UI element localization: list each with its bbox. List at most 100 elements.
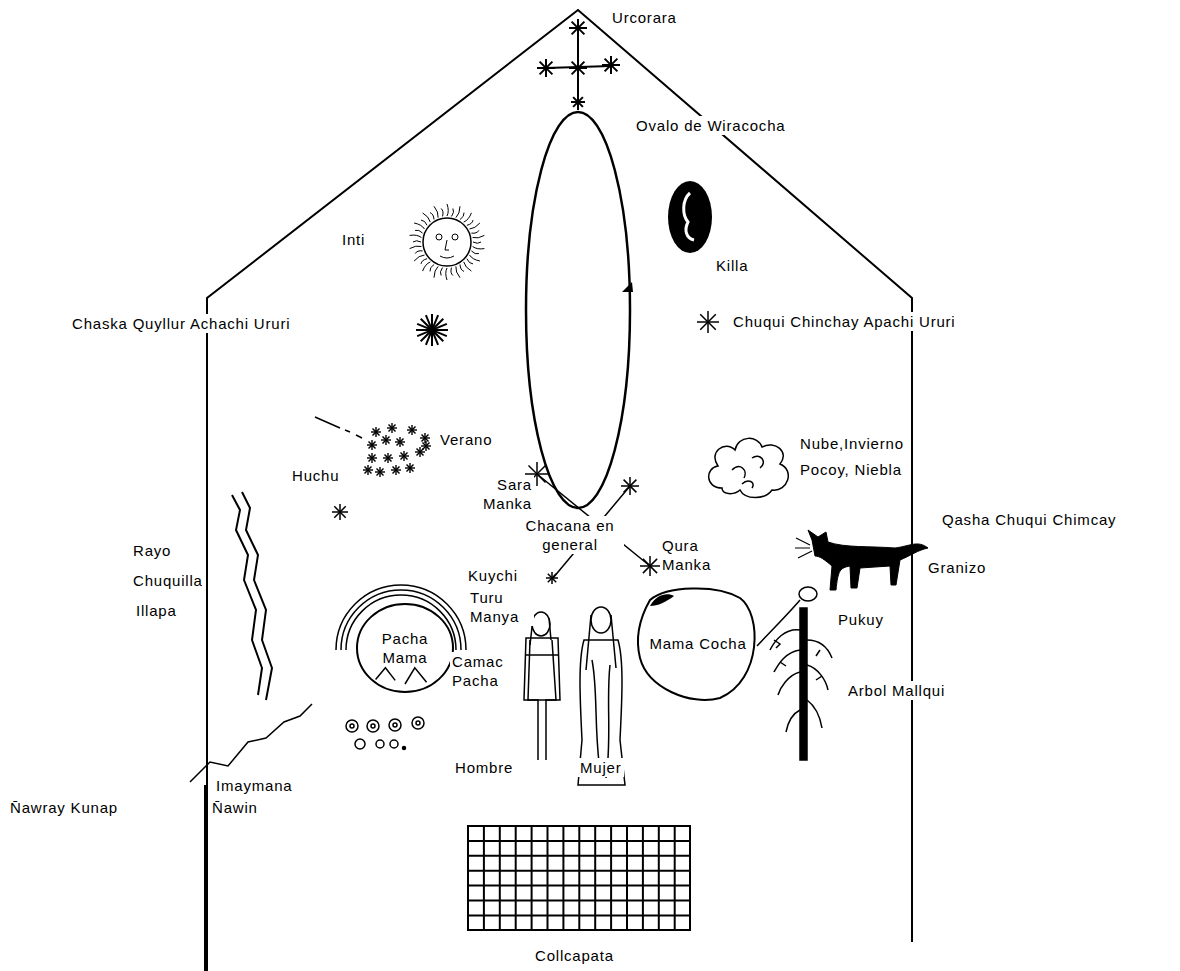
collcapata-grid <box>468 826 690 930</box>
diagram-label: Camac Pacha <box>450 652 516 690</box>
diagram-label: Hombre <box>453 758 515 777</box>
diagram-label: Killa <box>714 256 750 275</box>
sun-ray <box>413 241 421 242</box>
sun-ray <box>464 262 472 271</box>
sun-ray <box>471 230 479 233</box>
diagram-label: Chaska Quyllur Achachi Ururi <box>70 314 292 333</box>
sun-ray <box>423 213 431 222</box>
wiracocha-oval <box>526 112 630 508</box>
star <box>367 440 377 450</box>
sun-ray <box>440 268 442 276</box>
sun <box>410 204 485 280</box>
sun-ray <box>423 262 431 271</box>
diagram-label: Inti <box>340 230 367 249</box>
diagram-label: Chuquilla <box>131 571 205 590</box>
feline <box>795 530 928 590</box>
star <box>407 425 417 435</box>
mama-cocha-pond: Mama Cocha <box>636 584 760 702</box>
diagram-label: Huchu <box>290 466 341 485</box>
pacha-mama-circle: Pacha Mama <box>356 603 454 693</box>
star <box>399 451 409 461</box>
sun-ray <box>452 209 454 217</box>
node-label: Pacha Mama <box>368 629 442 667</box>
sun-ray <box>430 213 434 220</box>
star <box>405 463 415 473</box>
diagram-label: Sara Manka <box>462 475 534 513</box>
diagram-label: Imaymana <box>214 776 294 795</box>
sun-ray <box>415 251 423 254</box>
diagram-label: Chacana en general <box>516 516 624 554</box>
diagram-label: Pocoy, Niebla <box>798 460 904 479</box>
sun-ray <box>456 266 460 277</box>
sun-ray <box>415 230 423 233</box>
sun-ray <box>434 266 438 277</box>
diagram-label: Qasha Chuqui Chimcay <box>940 510 1118 529</box>
pukuy-spring <box>799 587 817 601</box>
diagram-label: Granizo <box>926 558 988 577</box>
star <box>383 453 393 463</box>
star <box>363 465 373 475</box>
diagram-label: Arbol Mallqui <box>846 681 947 700</box>
sun-ray <box>460 213 464 220</box>
sun-ray <box>467 220 473 225</box>
man <box>524 612 560 760</box>
sun-ray <box>447 204 448 216</box>
diagram-label: Urcorara <box>610 8 679 27</box>
star <box>395 437 405 447</box>
diagram-label: N̄awin <box>210 798 260 817</box>
diagram-label: Nube,Invierno <box>798 434 906 453</box>
verano-trail <box>315 417 362 438</box>
stones <box>346 717 424 750</box>
star <box>375 467 385 477</box>
star <box>416 314 448 346</box>
sun-ray <box>410 246 422 249</box>
star <box>367 453 377 463</box>
sun-ray <box>421 220 427 225</box>
divider-line <box>204 785 206 971</box>
star <box>602 56 620 74</box>
sun-ray <box>414 223 424 229</box>
diagram-label: Chuqui Chinchay Apachi Ururi <box>731 312 958 331</box>
sun-ray <box>473 247 485 249</box>
sun-ray <box>470 255 480 261</box>
node-outline <box>356 603 454 693</box>
stars <box>332 19 719 584</box>
sun-ray <box>430 265 434 272</box>
moon <box>668 181 712 253</box>
woman <box>578 607 625 785</box>
diagram-label: Qura Manka <box>660 536 726 574</box>
sun-ray <box>451 268 453 276</box>
lightning <box>232 492 272 700</box>
star <box>381 435 391 445</box>
diagram-label: Rayo <box>131 541 173 560</box>
diagram-label: Turu Manya <box>468 588 534 626</box>
sun-ray <box>464 213 472 222</box>
house-outline <box>207 10 912 971</box>
diagram-label: Illapa <box>134 601 179 620</box>
star <box>421 441 431 451</box>
earth-line <box>190 704 312 782</box>
sun-ray <box>421 259 427 264</box>
diagram-label: Verano <box>438 430 494 449</box>
diagram-label: Pukuy <box>836 610 886 629</box>
sun-ray <box>414 255 424 261</box>
sun-ray <box>456 206 460 217</box>
diagram-label: Mujer <box>578 758 624 777</box>
diagram-label: N̄awray Kunap <box>8 798 120 817</box>
sun-ray <box>473 235 485 238</box>
sun-ray <box>434 206 438 217</box>
star <box>391 465 401 475</box>
tree <box>770 608 832 760</box>
diagram-label: Collcapata <box>533 946 616 965</box>
star <box>420 433 430 443</box>
star <box>697 311 719 333</box>
sun-ray <box>471 251 479 254</box>
star <box>371 427 381 437</box>
oval-mark <box>622 282 633 292</box>
pond-stream <box>757 600 800 646</box>
diagram-label: Ovalo de Wiracocha <box>634 116 787 135</box>
sun-ray <box>410 235 422 237</box>
sun-ray <box>470 223 480 229</box>
star <box>387 423 397 433</box>
